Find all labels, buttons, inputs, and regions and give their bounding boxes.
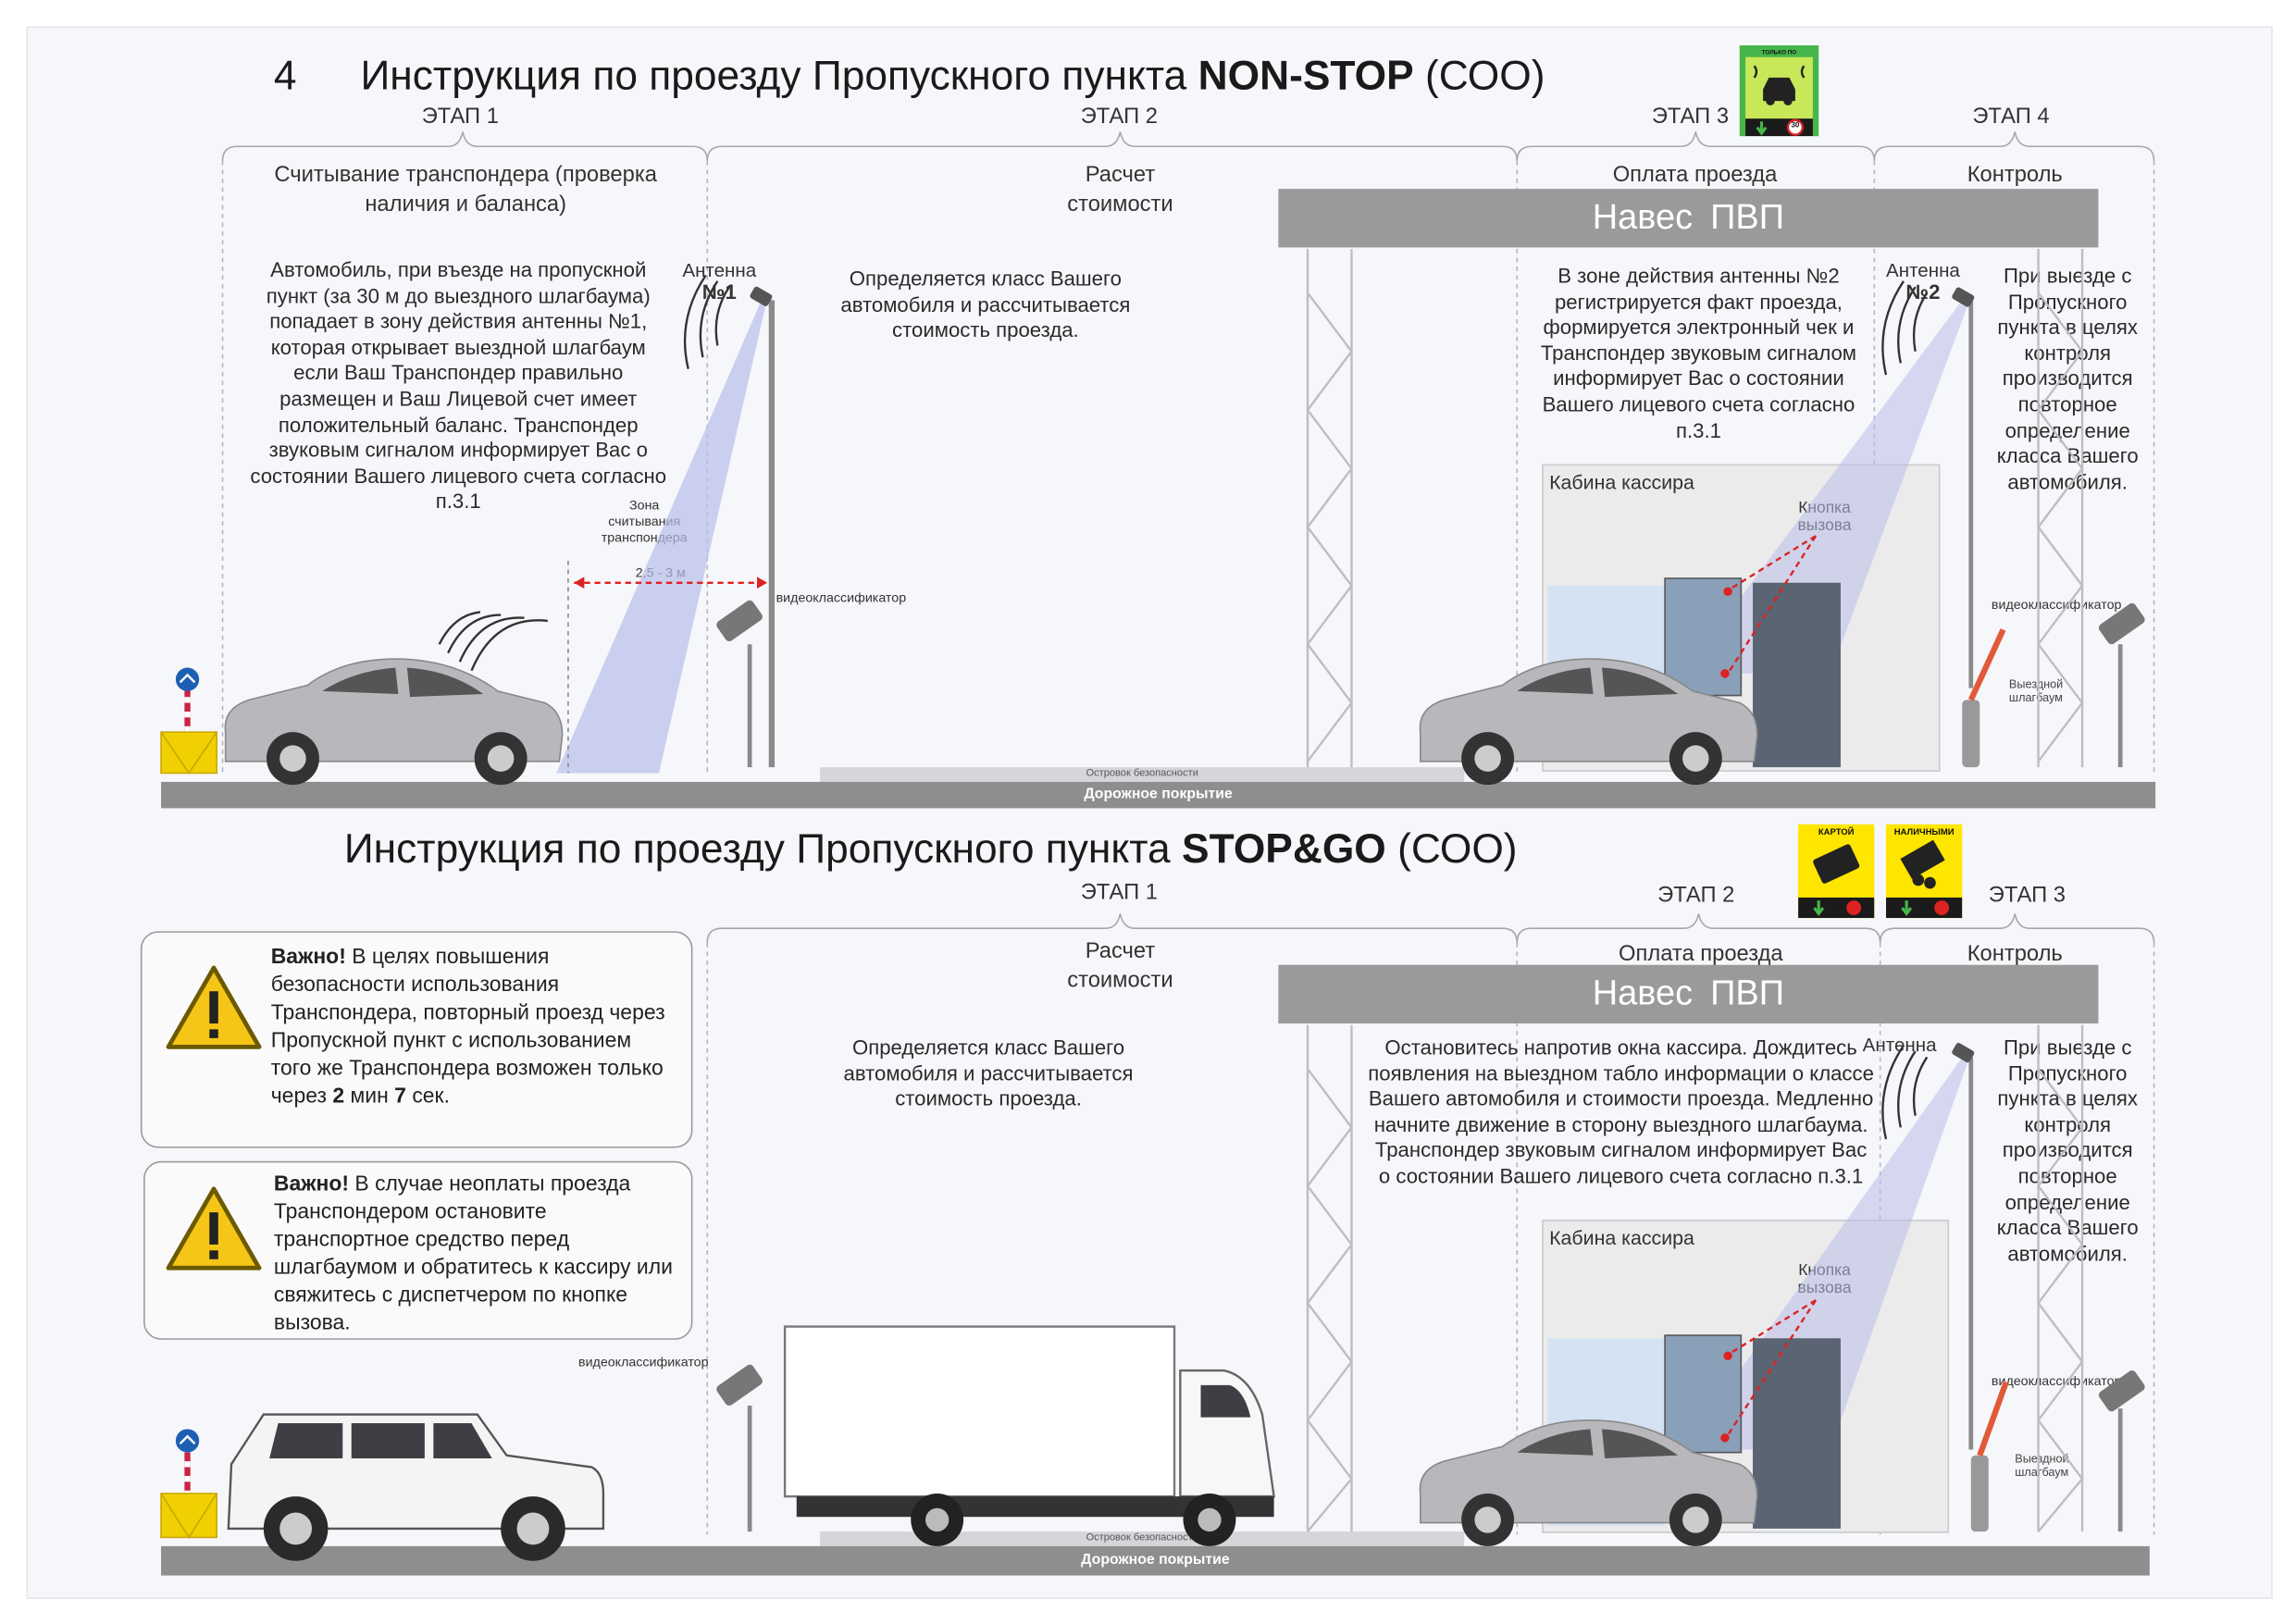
stopgo-stage2-text: Остановитесь напротив окна кассира. Дожд… xyxy=(1368,1035,1874,1188)
antenna1-number: №1 xyxy=(701,279,737,304)
warning-box-1: Важно! В целях повышения безопасности ис… xyxy=(140,931,693,1148)
nonstop-title-prefix: Инструкция по проезду Пропускного пункта xyxy=(360,52,1187,99)
nonstop-title-number: 4 xyxy=(273,52,297,99)
antenna2-number: №2 xyxy=(1905,279,1941,304)
warning1-text: Важно! В целях повышения безопасности ис… xyxy=(271,945,666,1111)
nonstop-road: Дорожное покрытие xyxy=(161,781,2156,809)
stopgo-stage3-text: При выезде с Пропускного пункта в целях … xyxy=(1996,1035,2139,1265)
stopgo-stage2-title: Оплата проезда xyxy=(1619,941,1783,967)
exit-barrier-icon xyxy=(1962,628,2006,768)
warning1-seconds: 7 xyxy=(394,1085,406,1109)
canopy-word1: Навес xyxy=(1592,197,1694,238)
warning1-sec-unit: сек. xyxy=(412,1085,450,1109)
pay-by-card-sign-icon: КАРТОЙ xyxy=(1798,824,1875,919)
nonstop-stage1-label: ЭТАП 1 xyxy=(421,104,499,130)
stopgo-videoclassifier1-label: видеоклассификатор xyxy=(578,1354,709,1370)
transponder-only-sign-icon: ТОЛЬКО ПО ТРАНСПОНДЕРУ 30 xyxy=(1739,45,1819,137)
nonstop-stage3-text: В зоне действия антенны №2 регистрируетс… xyxy=(1540,263,1857,442)
stopgo-stage2-label: ЭТАП 2 xyxy=(1657,883,1735,909)
stopgo-stage3-title: Контроль xyxy=(1967,941,2063,967)
nonstop-stage3-label: ЭТАП 3 xyxy=(1651,104,1730,130)
warning-triangle-icon xyxy=(166,1186,262,1271)
stopgo-stage3-label: ЭТАП 3 xyxy=(1988,883,2066,909)
nonstop-canopy: Навес ПВП xyxy=(1278,189,2099,248)
stopgo-stage1-title: Расчет стоимости xyxy=(1067,938,1173,993)
sedan-car-icon xyxy=(224,658,564,786)
booth-title: Кабина кассира xyxy=(1549,471,1694,494)
nonstop-stage4-title: Контроль xyxy=(1967,162,2063,188)
nonstop-title-suffix: (СОО) xyxy=(1424,52,1545,99)
entry-post-icon xyxy=(160,667,217,775)
stopgo-canopy-word1: Навес xyxy=(1592,973,1694,1013)
warning1-body: В целях повышения безопасности использов… xyxy=(270,946,665,1109)
antenna2-text: Антенна xyxy=(1886,259,1960,281)
car-sign-icon xyxy=(1745,56,1813,137)
warning1-min-unit: мин xyxy=(350,1085,389,1109)
nonstop-stage1-text: Автомобиль, при въезде на пропускной пун… xyxy=(250,257,667,514)
nonstop-stage4-label: ЭТАП 4 xyxy=(1972,104,2050,130)
pay-by-cash-sign-icon: НАЛИЧНЫМИ xyxy=(1886,824,1963,919)
suv-car-icon xyxy=(227,1413,605,1561)
warning2-bold: Важно! xyxy=(273,1172,350,1196)
nonstop-stage2-text: Определяется класс Вашего автомобиля и р… xyxy=(840,266,1131,341)
stopgo-videoclassifier2-label: видеоклассификатор xyxy=(1991,1373,2122,1389)
warning-box-2: Важно! В случае неоплаты проезда Транспо… xyxy=(143,1160,693,1340)
antenna1-label: Антенна №1 xyxy=(682,259,757,304)
videoclassifier-camera-icon xyxy=(716,600,763,768)
card-sign-caption: КАРТОЙ xyxy=(1818,828,1855,838)
nonstop-videoclassifier2-label: видеоклассификатор xyxy=(1991,597,2122,613)
nonstop-title-bold: NON-STOP xyxy=(1198,52,1414,99)
canopy-word2: ПВП xyxy=(1710,197,1785,238)
nonstop-stage3-title: Оплата проезда xyxy=(1612,162,1778,188)
nonstop-videoclassifier1-label: видеоклассификатор xyxy=(776,589,907,605)
nonstop-stage2-label: ЭТАП 2 xyxy=(1080,104,1158,130)
cash-sign-caption: НАЛИЧНЫМИ xyxy=(1893,828,1955,838)
nonstop-stage1-title: Считывание транспондера (проверка наличи… xyxy=(274,162,657,217)
stopgo-canopy: Навес ПВП xyxy=(1278,964,2099,1024)
stopgo-exit-barrier-label: Выездной шлагбаум xyxy=(2015,1452,2069,1480)
nonstop-exit-barrier-label: Выездной шлагбаум xyxy=(2008,677,2064,705)
stopgo-title-prefix: Инструкция по проезду Пропускного пункта xyxy=(343,825,1171,872)
stopgo-title-bold: STOP&GO xyxy=(1182,825,1386,872)
stopgo-road: Дорожное покрытие xyxy=(161,1545,2150,1576)
warning2-body: В случае неоплаты проезда Транспондером … xyxy=(273,1172,673,1336)
stopgo-title-suffix: (СОО) xyxy=(1397,825,1518,872)
nonstop-stage2-title: Расчет стоимости xyxy=(1067,162,1173,217)
stopgo-canopy-word2: ПВП xyxy=(1710,973,1785,1013)
stopgo-stage1-text: Определяется класс Вашего автомобиля и р… xyxy=(843,1035,1134,1110)
speed-limit-value: 30 xyxy=(1791,121,1800,130)
stopgo-booth-title: Кабина кассира xyxy=(1549,1226,1694,1249)
warning2-text: Важно! В случае неоплаты проезда Транспо… xyxy=(274,1172,678,1338)
warning-triangle-icon xyxy=(166,965,262,1049)
stopgo-safety-island: Островок безопасности xyxy=(820,1531,1465,1546)
antenna1-text: Антенна xyxy=(682,259,757,281)
warning1-minutes: 2 xyxy=(332,1085,345,1109)
antenna2-label: Антенна №2 xyxy=(1886,259,1960,304)
stopgo-stage1-label: ЭТАП 1 xyxy=(1080,879,1158,905)
truck-icon xyxy=(783,1325,1275,1546)
nonstop-stage4-text: При выезде с Пропускного пункта в целях … xyxy=(1996,263,2139,493)
nonstop-safety-island: Островок безопасности xyxy=(820,767,1465,782)
stopgo-antenna-label: Антенна xyxy=(1862,1034,1937,1056)
nonstop-title: 4 Инструкция по проезду Пропускного пунк… xyxy=(274,53,1545,100)
stopgo-title: Инструкция по проезду Пропускного пункта… xyxy=(344,825,1518,873)
warning1-bold: Важно! xyxy=(270,946,346,970)
